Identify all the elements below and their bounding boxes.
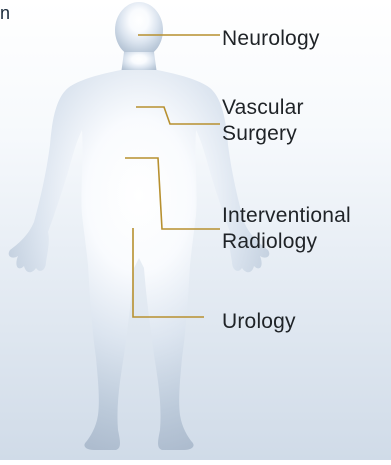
label-urology-line-1: Urology [222, 309, 296, 335]
label-urology: Urology [222, 309, 296, 335]
label-interventional-radiology: Interventional Radiology [222, 203, 351, 255]
label-vascular-surgery-line-2: Surgery [222, 121, 304, 147]
label-neurology: Neurology [222, 26, 320, 52]
label-interventional-radiology-line-2: Radiology [222, 229, 351, 255]
label-vascular-surgery: Vascular Surgery [222, 95, 304, 147]
label-vascular-surgery-line-1: Vascular [222, 95, 304, 121]
label-neurology-line-1: Neurology [222, 26, 320, 52]
label-interventional-radiology-line-1: Interventional [222, 203, 351, 229]
truncated-corner-text: n [0, 4, 10, 22]
